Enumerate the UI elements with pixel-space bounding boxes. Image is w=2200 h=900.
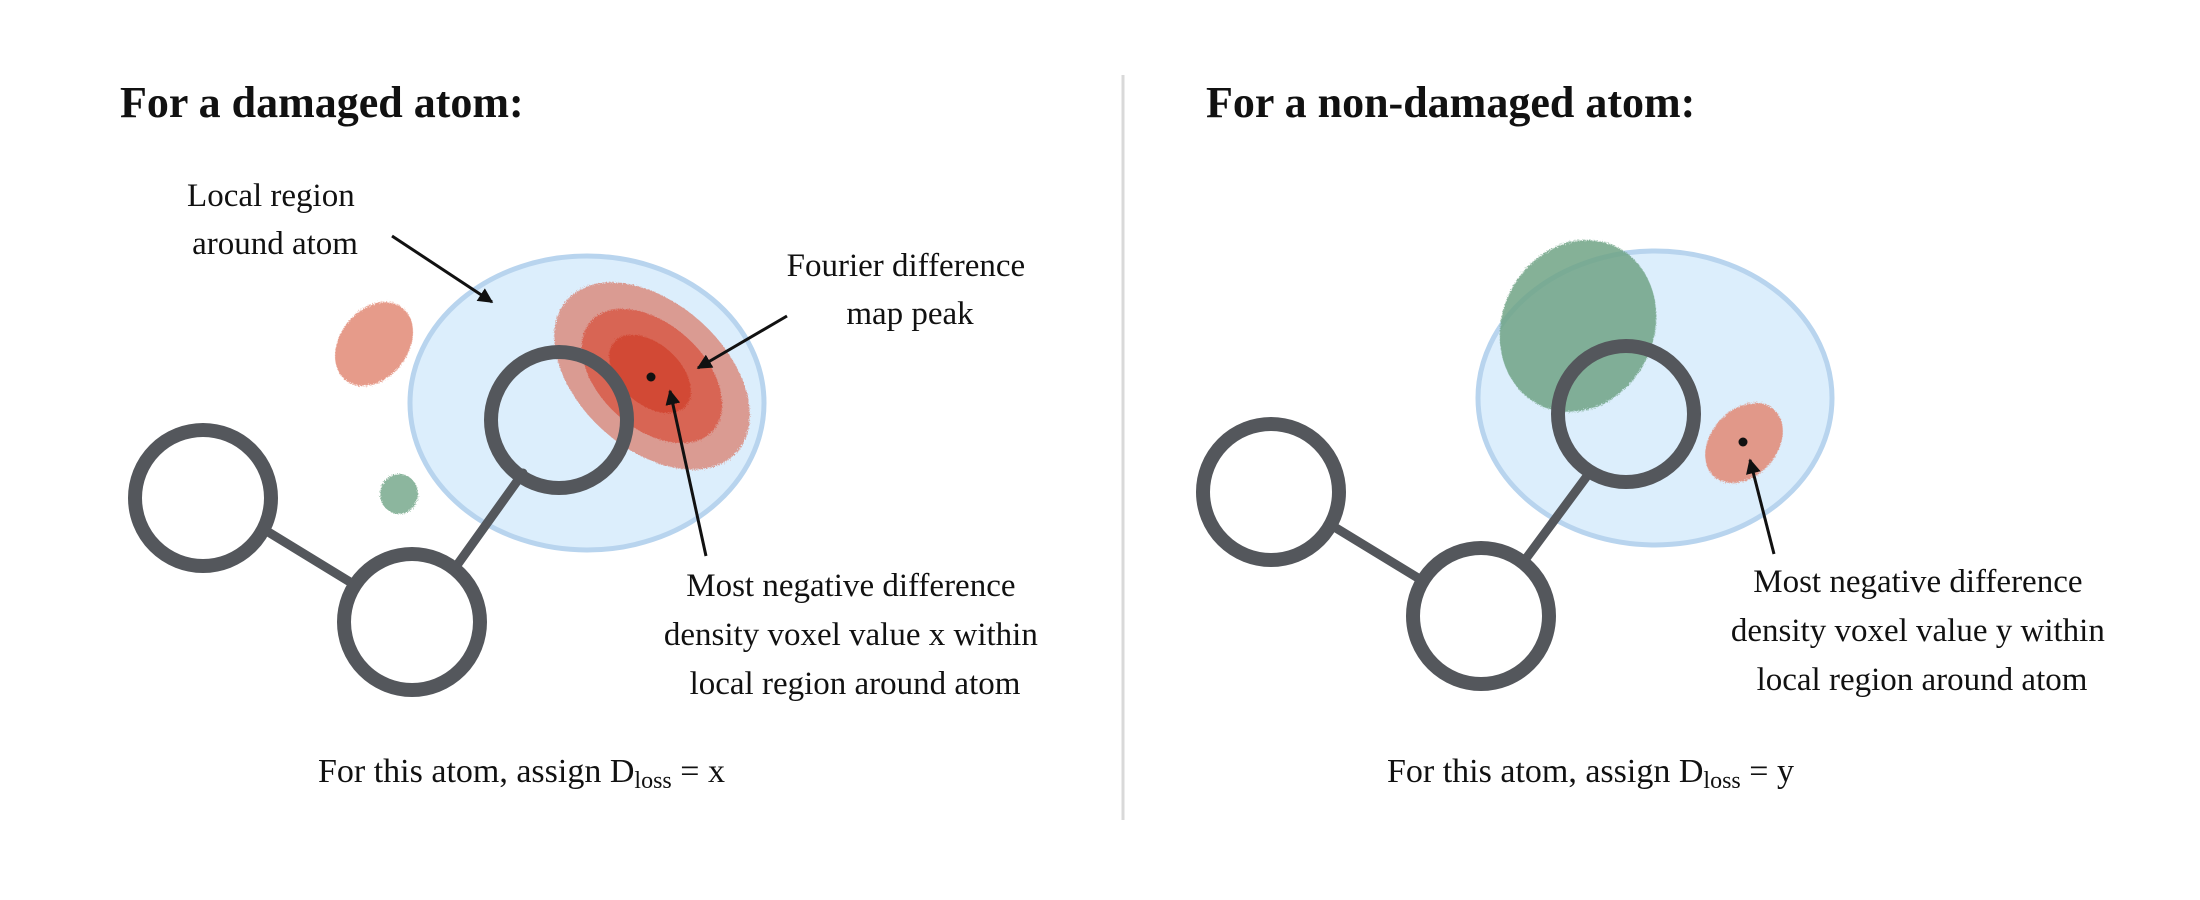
atom-ring-icon — [128, 423, 278, 573]
peak-label: Fourier difference map peak — [787, 248, 1034, 332]
atom-ring-icon — [1551, 339, 1701, 489]
right-panel: For a non-damaged atom: Most negative di… — [1196, 78, 2113, 794]
right-panel-title: For a non-damaged atom: — [1206, 78, 1695, 127]
left-panel-title: For a damaged atom: — [120, 78, 524, 127]
bond — [260, 525, 355, 587]
arrow-icon — [391, 234, 494, 304]
arrow-icon — [696, 314, 788, 370]
molecule-left — [128, 345, 634, 697]
right-formula: For this atom, assign Dloss = y — [1387, 753, 1794, 794]
molecule-right — [1196, 339, 1701, 691]
positive-density-peak — [1499, 240, 1657, 412]
bond — [1331, 523, 1423, 583]
voxel-point — [1738, 437, 1748, 447]
atom-ring-icon — [484, 345, 634, 495]
positive-density-blob-small — [380, 474, 418, 514]
left-formula: For this atom, assign Dloss = x — [318, 753, 725, 794]
left-panel: For a damaged atom: Local region around … — [120, 78, 1046, 794]
atom-ring-icon — [1406, 541, 1556, 691]
atom-ring-icon — [337, 547, 487, 697]
negative-density-blob-small — [335, 302, 413, 386]
voxel-point — [646, 372, 656, 382]
atom-ring-icon — [1196, 417, 1346, 567]
region-label: Local region around atom — [187, 178, 363, 262]
voxel-label: Most negative difference density voxel v… — [1731, 564, 2113, 698]
bond — [450, 468, 528, 573]
voxel-label: Most negative difference density voxel v… — [664, 568, 1046, 702]
arrow-icon — [665, 389, 708, 557]
bond — [1517, 467, 1595, 569]
arrow-icon — [1746, 458, 1776, 555]
